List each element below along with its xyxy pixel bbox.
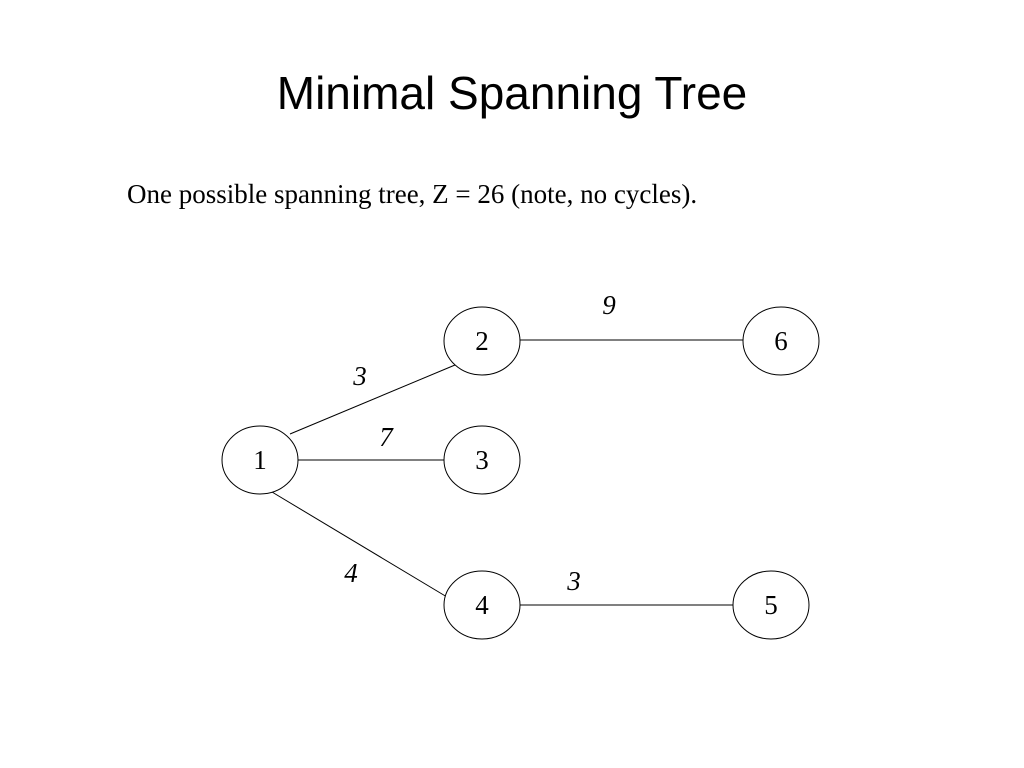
node-label: 6: [774, 326, 788, 356]
slide-subtitle: One possible spanning tree, Z = 26 (note…: [127, 179, 698, 209]
node-6: 6: [742, 306, 820, 376]
node-label: 3: [475, 445, 489, 475]
node-1: 1: [221, 425, 299, 495]
node-label: 2: [475, 326, 489, 356]
node-label: 1: [253, 445, 267, 475]
node-3: 3: [443, 425, 521, 495]
edge-weight-4-5: 3: [566, 566, 581, 596]
node-label: 5: [764, 590, 778, 620]
edge-weight-1-3: 7: [379, 422, 394, 452]
node-2: 2: [443, 306, 521, 376]
edge-1-4: [271, 491, 448, 598]
slide-title: Minimal Spanning Tree: [276, 67, 748, 119]
node-label: 4: [475, 590, 489, 620]
edge-weight-1-4: 4: [344, 558, 358, 588]
node-4: 4: [443, 570, 521, 640]
edge-weight-2-6: 9: [602, 290, 616, 320]
edge-weight-1-2: 3: [352, 361, 367, 391]
node-5: 5: [732, 570, 810, 640]
edge-1-2: [289, 364, 456, 435]
